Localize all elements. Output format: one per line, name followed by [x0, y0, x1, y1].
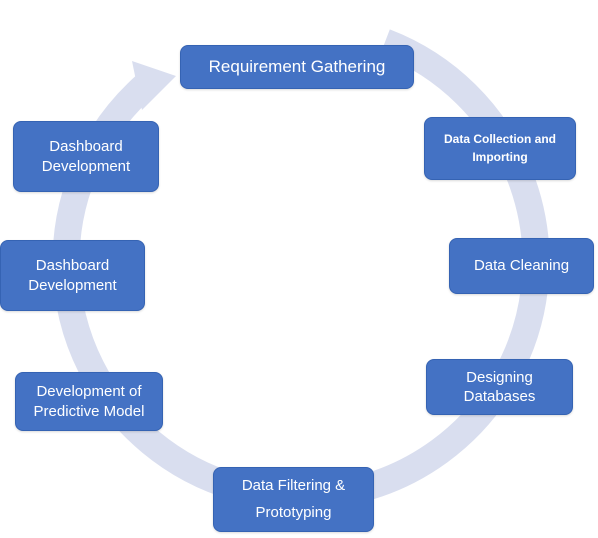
step-label: Data Cleaning: [473, 257, 570, 275]
step-designing-databases: Designing Databases: [426, 359, 573, 415]
step-label: Data Filtering & Prototyping: [241, 477, 346, 521]
step-label: Dashboard Development: [28, 257, 117, 294]
step-predictive-model: Development of Predictive Model: [15, 372, 163, 431]
step-data-filtering: Data Filtering & Prototyping: [213, 467, 374, 532]
step-data-cleaning: Data Cleaning: [449, 238, 594, 294]
step-dashboard-development-upper: Dashboard Development: [13, 121, 159, 192]
cycle-arrowhead: [132, 61, 176, 110]
step-requirement-gathering: Requirement Gathering: [180, 45, 414, 89]
step-dashboard-development-lower: Dashboard Development: [0, 240, 145, 311]
step-label: Designing Databases: [463, 368, 536, 406]
step-label: Dashboard Development: [41, 138, 131, 175]
step-label: Requirement Gathering: [208, 56, 386, 76]
step-label: Data Collection and Importing: [443, 132, 556, 164]
step-data-collection: Data Collection and Importing: [424, 117, 576, 180]
step-label: Development of Predictive Model: [33, 383, 145, 420]
